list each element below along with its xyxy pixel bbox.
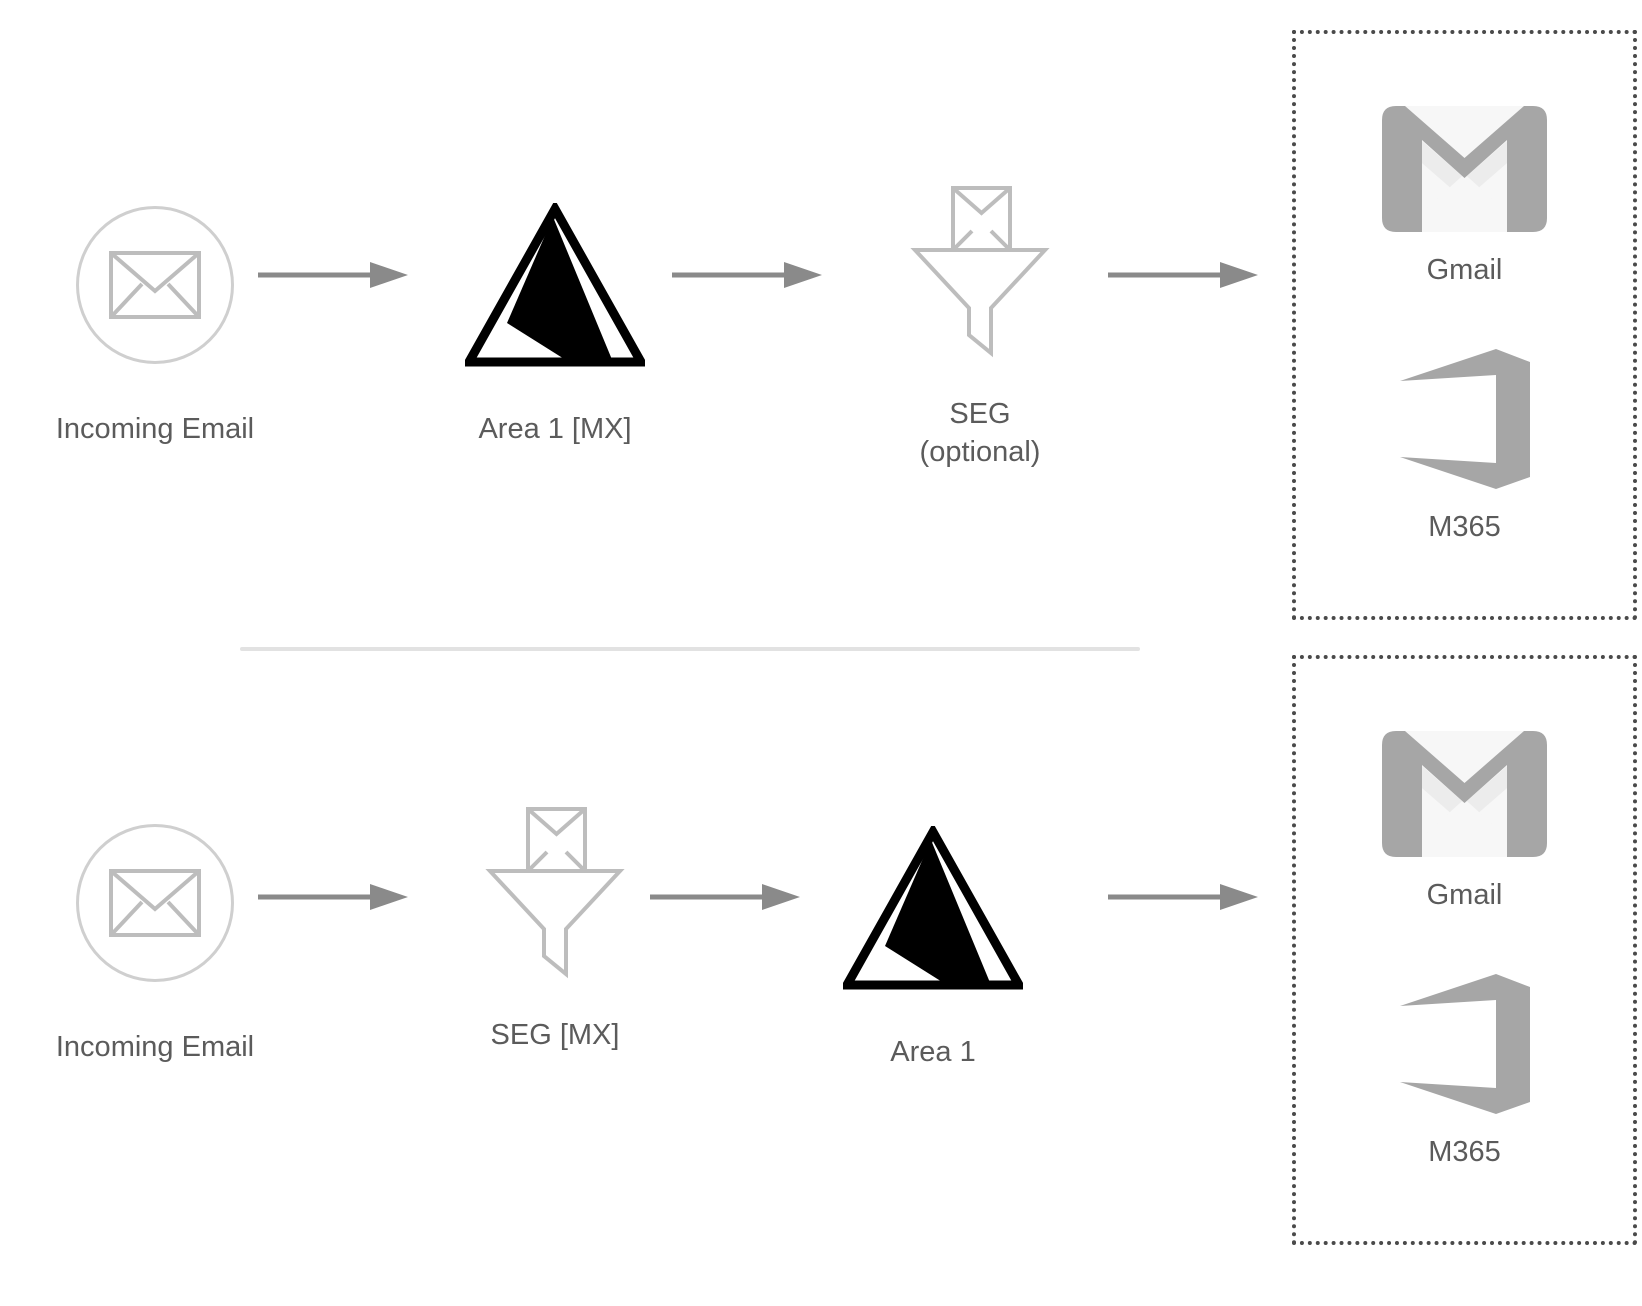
destination-m365[interactable]: M365 (1399, 349, 1530, 544)
arrow-incoming-to-seg (258, 882, 408, 912)
node-label: Area 1 [MX] (478, 413, 632, 445)
destination-m365[interactable]: M365 (1399, 974, 1530, 1169)
area1-art (818, 813, 1048, 1003)
m365-icon (1399, 974, 1530, 1114)
destination-gmail[interactable]: Gmail (1382, 731, 1547, 912)
destination-label: M365 (1428, 511, 1501, 543)
incoming-email-art (45, 190, 265, 380)
gmail-icon (1382, 106, 1547, 232)
arrow-area1-to-seg (672, 260, 822, 290)
arrow-right-icon (258, 262, 408, 288)
incoming-email-art (45, 808, 265, 998)
node-label: Incoming Email (55, 413, 255, 445)
arrow-seg-to-area1 (650, 882, 800, 912)
node-seg[interactable]: SEG [MX] (430, 796, 680, 1054)
node-incoming-email[interactable]: Incoming Email (45, 190, 265, 448)
destination-label: Gmail (1426, 879, 1503, 911)
arrow-seg-to-destinations (1108, 260, 1258, 290)
destination-label: M365 (1428, 1136, 1501, 1168)
area1-art (440, 190, 670, 380)
node-label: Incoming Email (55, 1031, 255, 1063)
arrow-incoming-to-area1 (258, 260, 408, 290)
area1-triangle-icon (843, 825, 1023, 989)
seg-art (855, 175, 1105, 365)
destination-label: Gmail (1426, 254, 1503, 286)
node-label: SEG (optional) (919, 398, 1041, 468)
seg-funnel-icon (485, 806, 625, 978)
gmail-icon (1382, 731, 1547, 857)
arrow-right-icon (1108, 262, 1258, 288)
node-seg[interactable]: SEG (optional) (855, 175, 1105, 471)
section-divider (240, 647, 1140, 651)
node-label: Area 1 (890, 1036, 976, 1068)
destination-gmail[interactable]: Gmail (1382, 106, 1547, 287)
m365-icon (1399, 349, 1530, 489)
incoming-email-icon (76, 824, 234, 982)
node-area1[interactable]: Area 1 (818, 813, 1048, 1071)
seg-funnel-icon (910, 185, 1050, 357)
node-area1[interactable]: Area 1 [MX] (440, 190, 670, 448)
incoming-email-icon (76, 206, 234, 364)
seg-art (430, 796, 680, 986)
arrow-area1-to-destinations (1108, 882, 1258, 912)
envelope-icon (109, 869, 201, 937)
node-incoming-email[interactable]: Incoming Email (45, 808, 265, 1066)
arrow-right-icon (1108, 884, 1258, 910)
area1-triangle-icon (465, 202, 645, 366)
arrow-right-icon (258, 884, 408, 910)
node-label: SEG [MX] (490, 1019, 620, 1051)
arrow-right-icon (650, 884, 800, 910)
arrow-right-icon (672, 262, 822, 288)
envelope-icon (109, 251, 201, 319)
flow-bottom: Incoming Email SEG [MX] (0, 648, 1642, 1306)
destination-box-bottom: Gmail M365 (1292, 655, 1637, 1245)
flow-top: Incoming Email Area 1 [MX] (0, 0, 1642, 640)
destination-box-top: Gmail M365 (1292, 30, 1637, 620)
